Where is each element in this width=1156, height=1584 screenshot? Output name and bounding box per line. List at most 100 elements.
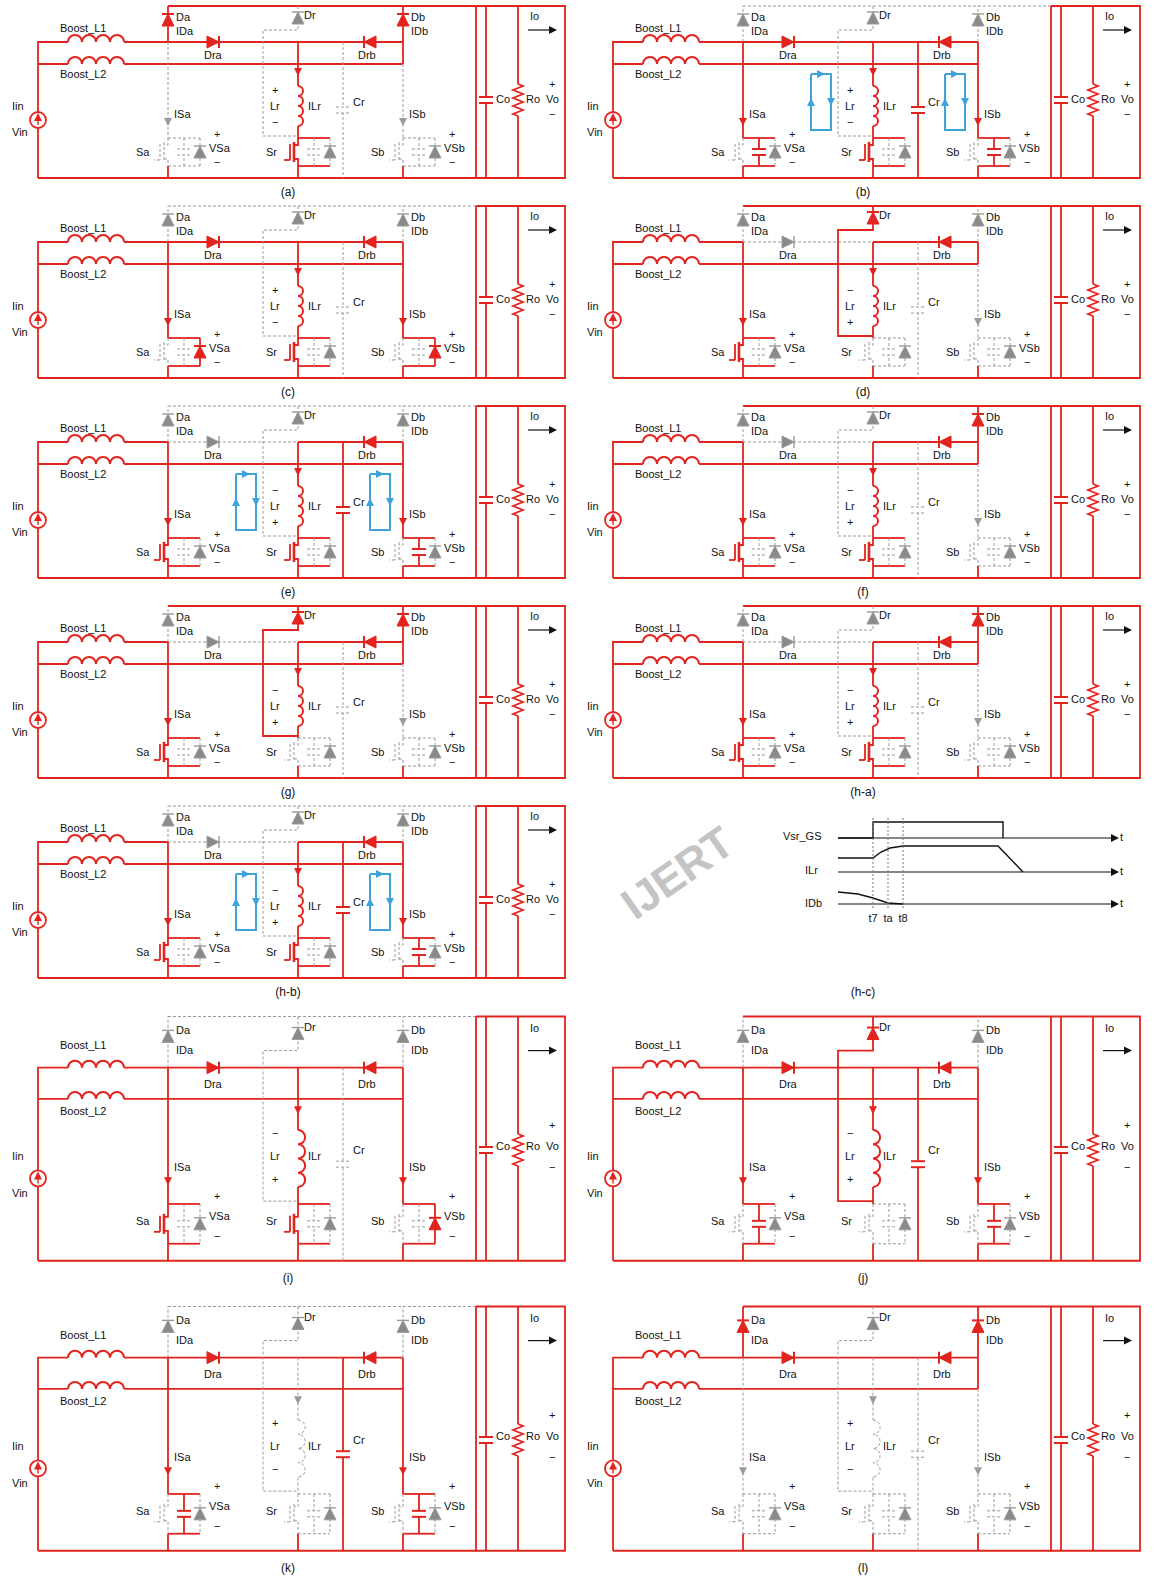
arrow-head (974, 1177, 982, 1185)
switch-symbol (869, 342, 870, 362)
diode-name: Drb (933, 449, 951, 461)
diode-symbol (292, 12, 304, 24)
diode-bar (218, 236, 220, 248)
polarity-sign: + (847, 716, 853, 728)
switch-symbol (739, 1521, 743, 1534)
wire (403, 64, 404, 138)
diode-symbol (194, 546, 206, 558)
voltage-name: VSa (209, 1210, 230, 1222)
polarity-sign: + (549, 478, 555, 490)
diode-symbol (162, 214, 174, 226)
diode-bar (972, 13, 984, 14)
arrow-head (974, 318, 982, 326)
switch-name: Sa (136, 1215, 149, 1227)
axis-name: t (1120, 897, 1123, 909)
switch-symbol (739, 159, 743, 166)
inductor-name: Boost_L2 (60, 668, 106, 680)
switch-symbol (729, 1231, 735, 1232)
capacitor-name: Cr (353, 96, 365, 108)
diode-bar (1004, 345, 1016, 346)
polarity-sign: + (214, 528, 220, 540)
diode-symbol (364, 1062, 376, 1074)
current-name: Io (1105, 210, 1114, 222)
arrow-head (294, 468, 302, 476)
current-name: IDb (411, 825, 428, 837)
diode-bar (397, 613, 409, 615)
switch-symbol (987, 148, 1001, 150)
wire (38, 1550, 476, 1552)
diode-name: Dr (304, 1311, 316, 1323)
diode-bar (769, 145, 781, 146)
switch-symbol (399, 959, 403, 966)
mask (416, 349, 422, 355)
switch-symbol (307, 555, 321, 556)
diode-symbol (397, 214, 409, 226)
mask (756, 749, 762, 755)
switch-symbol (399, 1214, 400, 1234)
diode-name: Dr (879, 1021, 891, 1033)
switch-symbol (869, 359, 873, 366)
diode-symbol (782, 236, 794, 248)
wire (168, 1243, 200, 1245)
wire (743, 205, 1051, 207)
diode-bar (324, 745, 336, 746)
current-name: ISa (174, 1451, 191, 1463)
diode-name: Dr (879, 409, 891, 421)
inductor-symbol (873, 286, 878, 326)
voltage-name: Vin (12, 1187, 28, 1199)
switch-symbol (399, 1231, 403, 1244)
wire (1051, 6, 1140, 178)
diode-symbol (207, 1352, 219, 1364)
wire (38, 977, 476, 979)
current-name: IDa (751, 425, 768, 437)
current-name: ISb (409, 1451, 426, 1463)
current-name: IDa (176, 1334, 193, 1346)
switch-name: Sa (136, 546, 149, 558)
diode-symbol (972, 1030, 984, 1042)
switch-symbol (289, 544, 291, 560)
diode-bar (218, 636, 219, 648)
diode-bar (218, 36, 220, 48)
diode-name: Dra (204, 849, 222, 861)
voltage-name: VSa (784, 1500, 805, 1512)
wire (298, 1533, 330, 1534)
voltage-name: VSa (209, 742, 230, 754)
diode-symbol (364, 1352, 376, 1364)
wire (402, 1244, 404, 1261)
polarity-sign: + (449, 728, 455, 740)
wire (263, 6, 298, 136)
diode-name: Da (751, 411, 765, 423)
current-name: ISa (174, 308, 191, 320)
diode-bar (793, 1062, 795, 1074)
inductor-name: Lr (845, 700, 855, 712)
diode-symbol (737, 214, 749, 226)
switch-symbol (154, 759, 160, 761)
diode-symbol (899, 146, 911, 158)
diode-name: Dra (204, 649, 222, 661)
wire (297, 1534, 299, 1551)
current-name: ISb (984, 1451, 1001, 1463)
resistor-symbol (1088, 684, 1098, 716)
wire (168, 406, 476, 407)
mask (886, 1511, 892, 1517)
wire (743, 1306, 1051, 1308)
mask (915, 707, 921, 713)
diode-symbol (972, 414, 984, 426)
switch-symbol (911, 112, 925, 114)
arrow-head (399, 718, 407, 726)
polarity-sign: − (214, 156, 220, 168)
inductor-name: Boost_L1 (635, 622, 681, 634)
wire (977, 166, 979, 178)
diode-bar (867, 611, 879, 612)
switch-symbol (164, 342, 165, 362)
wire (38, 177, 476, 179)
switch-symbol (964, 760, 970, 761)
current-name: ILr (308, 100, 321, 112)
switch-symbol (987, 749, 1001, 750)
arrow-head (34, 713, 42, 721)
wire (167, 366, 169, 378)
current-name: ISb (984, 708, 1001, 720)
polarity-sign: + (272, 284, 278, 296)
current-name: Iin (12, 300, 24, 312)
switch-symbol (399, 159, 403, 166)
